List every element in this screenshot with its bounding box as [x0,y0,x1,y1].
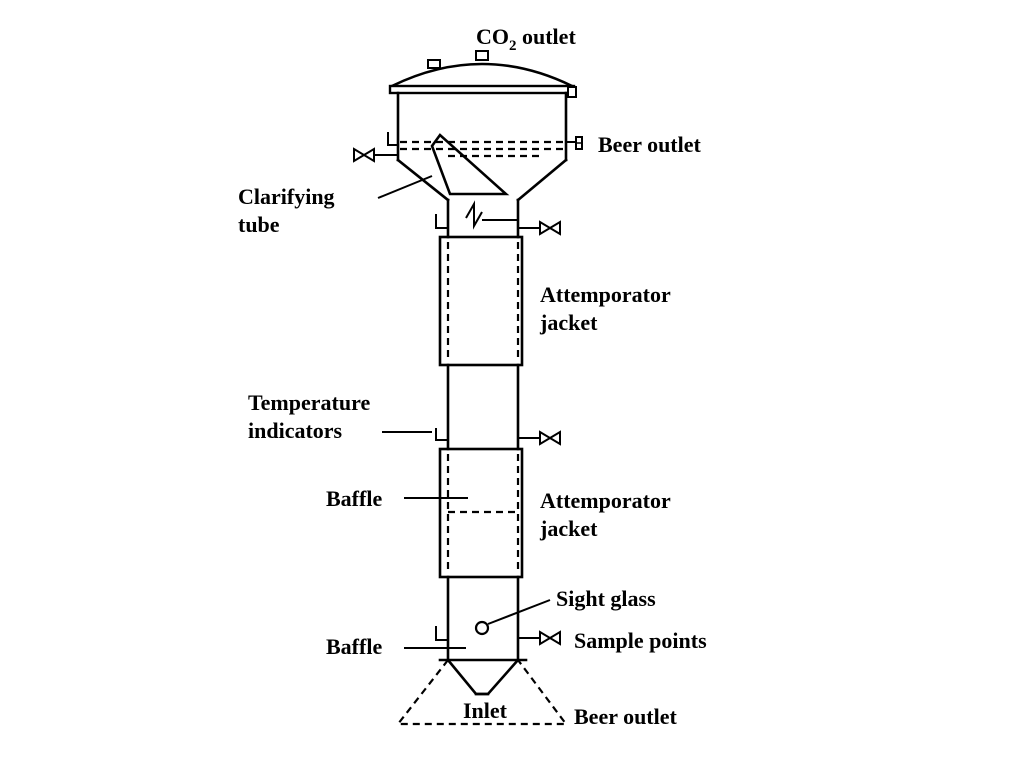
bottom-temperature-probe [435,626,448,641]
lower-jacket-label-line2: jacket [539,516,598,541]
head-temperature-probe [387,132,398,146]
upper-jacket-label-line2: jacket [539,310,598,335]
sample-points-label: Sample points [574,628,707,653]
clarifying-tube-label-line2: tube [238,212,280,237]
sight-glass-icon [474,620,490,636]
clarifying-tube-label-line1: Clarifying [238,184,335,209]
mid-valve-icon [539,430,561,446]
temperature-indicators-label-line1: Temperature [248,390,370,415]
leader-sight-glass [487,599,551,625]
inlet-label: Inlet [463,698,508,723]
sample-point-valve-icon [539,630,561,646]
co2-outlet-nozzle [475,50,489,61]
temperature-indicators-label-line2: indicators [248,418,343,443]
bottom-outlet-skirt [395,659,569,726]
upper-attemporator-jacket [438,235,524,367]
head-drain-valve-icon [353,147,375,163]
beer-outlet-top-label: Beer outlet [598,132,702,157]
dome-cap [390,62,574,88]
inlet-cone [446,658,520,696]
lower-jacket-label-line1: Attemporator [540,488,671,513]
top-flange [388,84,576,95]
column-neck [435,198,561,239]
leader-clarifying [377,175,433,199]
clarifying-tube-break [465,200,483,230]
lower-attemporator-jacket [438,447,524,579]
beer-outlet-valve-icon [575,136,583,150]
sight-glass-label: Sight glass [556,586,656,611]
vessel-head [353,50,583,202]
upper-jacket-label-line1: Attemporator [540,282,671,307]
dome-port-left [427,59,441,69]
cone-right [516,158,568,202]
beer-outlet-bottom-label: Beer outlet [574,704,678,729]
leader-lines [377,175,551,649]
neck-valve-icon [539,220,561,236]
clarifying-tube [430,133,510,196]
baffle-bottom-label: Baffle [326,634,382,659]
co2-outlet-label: CO2 outlet [476,24,576,54]
neck-temperature-probe [435,214,448,229]
flange-tab-right [567,86,577,98]
mid-temperature-probe [435,428,448,441]
column-middle [435,363,561,451]
column-bottom [395,575,569,726]
baffle-middle-label: Baffle [326,486,382,511]
